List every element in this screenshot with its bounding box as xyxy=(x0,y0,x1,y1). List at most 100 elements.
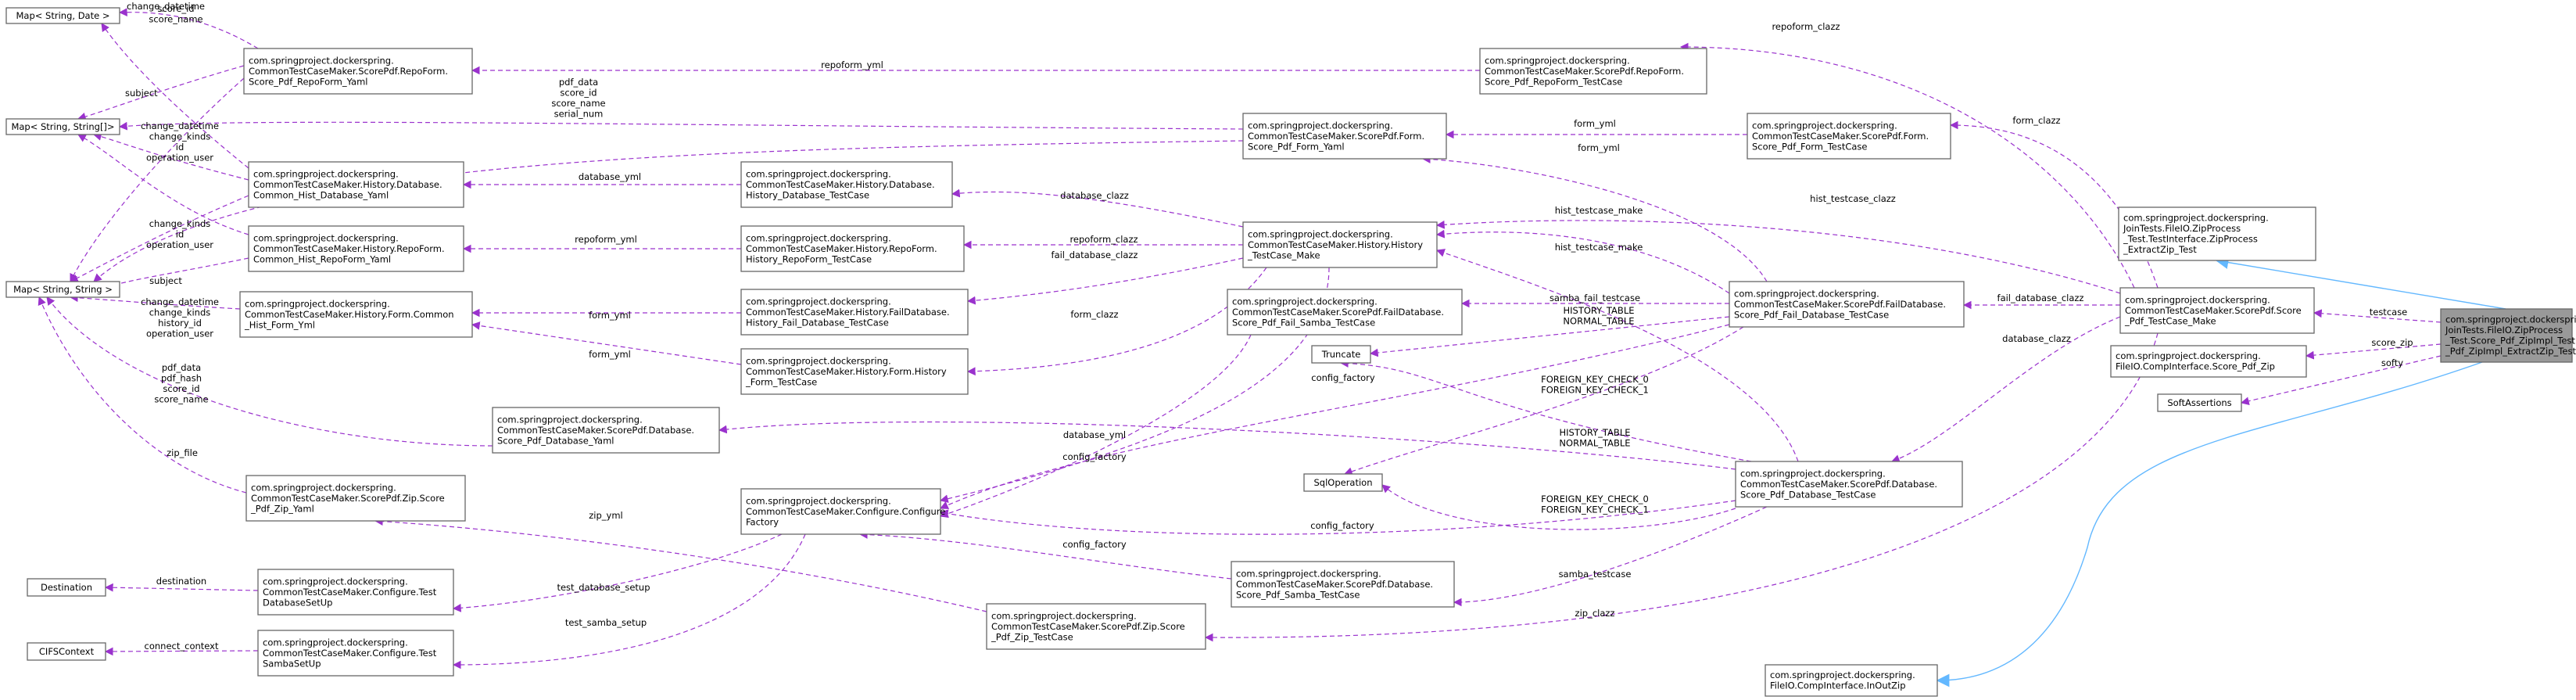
class-node-map-string-string[interactable]: Map< String, String > xyxy=(5,281,120,298)
class-node-main[interactable]: com.springproject.dockerspring.JoinTests… xyxy=(2440,308,2576,363)
class-node-frame xyxy=(243,48,473,95)
class-node-frame xyxy=(1765,664,1938,697)
dependency-edge xyxy=(70,77,245,282)
class-node-frame xyxy=(239,291,473,338)
dependency-edge xyxy=(966,257,1244,305)
class-node-label-line: Factory xyxy=(746,516,779,527)
class-node-label-line: CommonTestCaseMaker.ScorePdf.Database. xyxy=(1236,579,1433,590)
class-node-label-line: com.springproject.dockerspring. xyxy=(746,296,891,307)
class-node-label-line: com.springproject.dockerspring. xyxy=(263,576,408,587)
class-node-hist-faildb-testcase[interactable]: com.springproject.dockerspring.CommonTes… xyxy=(740,289,969,336)
class-node-hist-repoform-yaml[interactable]: com.springproject.dockerspring.CommonTes… xyxy=(248,225,464,272)
class-node-zip-testcase[interactable]: com.springproject.dockerspring.CommonTes… xyxy=(986,603,1206,650)
class-node-hist-database-testcase[interactable]: com.springproject.dockerspring.CommonTes… xyxy=(740,161,953,208)
class-node-frame xyxy=(1231,561,1455,608)
class-node-label-line: _Pdf_TestCase_Make xyxy=(2124,315,2216,326)
dependency-edge xyxy=(38,296,247,494)
class-node-repoform-yaml[interactable]: com.springproject.dockerspring.CommonTes… xyxy=(243,48,473,95)
edge-label-database-yml-hist: database_yml xyxy=(579,171,641,182)
class-node-label-line: Score_Pdf_Database_TestCase xyxy=(1740,489,1876,500)
dependency-edge xyxy=(939,500,1736,535)
class-node-label-line: com.springproject.dockerspring. xyxy=(1232,296,1378,307)
edge-label-history-normal-b: NORMAL_TABLE xyxy=(1559,438,1630,449)
class-node-frame xyxy=(2119,287,2315,334)
class-node-hist-database-yaml[interactable]: com.springproject.dockerspring.CommonTes… xyxy=(248,161,464,208)
class-node-hist-form-testcase[interactable]: com.springproject.dockerspring.CommonTes… xyxy=(740,348,969,395)
class-node-frame xyxy=(1303,473,1383,492)
class-node-frame xyxy=(2118,206,2316,261)
edge-label-hist-form-block: history_id xyxy=(158,318,202,328)
class-node-label-line: Score_Pdf_RepoForm_TestCase xyxy=(1485,76,1622,87)
edge-label-form-clazz-top: form_clazz xyxy=(2012,115,2060,126)
class-node-fail-samba-testcase[interactable]: com.springproject.dockerspring.CommonTes… xyxy=(1227,289,1463,336)
class-node-label-line: Map< String, Date > xyxy=(16,10,110,21)
class-node-frame xyxy=(5,7,120,24)
class-node-label-line: CommonTestCaseMaker.ScorePdf.Form. xyxy=(1248,131,1424,142)
class-node-hist-repoform-testcase[interactable]: com.springproject.dockerspring.CommonTes… xyxy=(740,225,965,272)
edge-label-hist-repo-block: id xyxy=(176,229,185,240)
class-node-repoform-testcase[interactable]: com.springproject.dockerspring.CommonTes… xyxy=(1479,48,1707,95)
class-node-label-line: com.springproject.dockerspring. xyxy=(1248,228,1393,239)
class-node-label-line: com.springproject.dockerspring. xyxy=(746,355,891,366)
dependency-edge xyxy=(1453,506,1768,607)
class-node-compinterface-score-pdf-zip[interactable]: com.springproject.dockerspring.FileIO.Co… xyxy=(2110,345,2307,378)
class-node-label-line: com.springproject.dockerspring. xyxy=(253,168,399,179)
dependency-edge xyxy=(940,324,1730,509)
class-node-database-testcase[interactable]: com.springproject.dockerspring.CommonTes… xyxy=(1735,461,1963,508)
class-node-frame xyxy=(248,161,464,208)
dependency-edge xyxy=(951,188,1244,228)
class-node-label-line: CommonTestCaseMaker.ScorePdf.FailDatabas… xyxy=(1734,299,1946,310)
class-node-label-line: com.springproject.dockerspring. xyxy=(1236,568,1381,579)
class-node-test-samba-setup[interactable]: com.springproject.dockerspring.CommonTes… xyxy=(257,630,454,677)
class-node-label-line: CommonTestCaseMaker.ScorePdf.Database. xyxy=(1740,479,1937,490)
class-node-label-line: Score_Pdf_Samba_TestCase xyxy=(1236,589,1360,600)
class-node-label-line: Map< String, String > xyxy=(13,284,113,295)
class-node-softassertions[interactable]: SoftAssertions xyxy=(2157,393,2242,412)
class-node-test-database-setup[interactable]: com.springproject.dockerspring.CommonTes… xyxy=(257,569,454,616)
class-node-label-line: _Test.Score_Pdf_ZipImpl_Test.Score xyxy=(2445,336,2576,346)
class-node-cifscontext[interactable]: CIFSContext xyxy=(27,642,106,661)
edge-label-connect-context: connect_context xyxy=(145,641,219,652)
class-node-sqloperation[interactable]: SqlOperation xyxy=(1303,473,1383,492)
class-node-history-testcase-make[interactable]: com.springproject.dockerspring.CommonTes… xyxy=(1242,221,1438,268)
class-node-label-line: Score_Pdf_Form_Yaml xyxy=(1248,141,1345,152)
class-node-truncate[interactable]: Truncate xyxy=(1311,345,1371,364)
edge-label-form-yml-hist-b: form_yml xyxy=(589,349,631,360)
class-node-form-testcase[interactable]: com.springproject.dockerspring.CommonTes… xyxy=(1747,113,1951,160)
class-node-label-line: _TestCase_Make xyxy=(1247,249,1320,260)
class-node-form-yaml[interactable]: com.springproject.dockerspring.CommonTes… xyxy=(1242,113,1447,160)
dependency-edge xyxy=(966,267,1267,376)
edge-label-database-clazz-right: database_clazz xyxy=(2002,333,2071,344)
class-node-samba-testcase[interactable]: com.springproject.dockerspring.CommonTes… xyxy=(1231,561,1455,608)
edge-labels-layer: change_datetimescore_idscore_namerepofor… xyxy=(125,1,2413,652)
class-node-label-line: SqlOperation xyxy=(1313,477,1372,488)
class-node-label-line: Truncate xyxy=(1321,349,1361,360)
class-node-frame xyxy=(5,281,120,298)
class-node-fail-database-testcase[interactable]: com.springproject.dockerspring.CommonTes… xyxy=(1729,281,1965,328)
class-node-label-line: FileIO.CompInterface.Score_Pdf_Zip xyxy=(2116,361,2275,372)
dependency-edge xyxy=(1381,484,1736,530)
dependency-edge xyxy=(70,195,249,282)
class-node-inoutzip[interactable]: com.springproject.dockerspring.FileIO.Co… xyxy=(1765,664,1938,697)
class-node-frame xyxy=(245,475,466,522)
edge-label-samba-fail-testcase: samba_fail_testcase xyxy=(1550,293,1640,303)
class-node-zipprocess-extractzip-test[interactable]: com.springproject.dockerspring.JoinTests… xyxy=(2118,206,2316,261)
class-node-label-line: com.springproject.dockerspring. xyxy=(251,482,396,493)
class-node-destination[interactable]: Destination xyxy=(27,578,106,597)
class-node-label-line: SambaSetUp xyxy=(263,658,321,669)
class-node-zip-yaml[interactable]: com.springproject.dockerspring.CommonTes… xyxy=(245,475,466,522)
edge-label-fail-database-clazz-hist: fail_database_clazz xyxy=(1052,249,1138,260)
class-node-score-testcase-make[interactable]: com.springproject.dockerspring.CommonTes… xyxy=(2119,287,2315,334)
class-node-label-line: CommonTestCaseMaker.ScorePdf.Database. xyxy=(497,425,694,436)
class-node-map-string-date[interactable]: Map< String, Date > xyxy=(5,7,120,24)
class-node-map-string-stringarr[interactable]: Map< String, String[]> xyxy=(5,118,120,135)
class-node-database-yaml[interactable]: com.springproject.dockerspring.CommonTes… xyxy=(492,407,720,454)
class-node-configure-factory[interactable]: com.springproject.dockerspring.CommonTes… xyxy=(740,488,945,535)
edge-label-hist-repo-block: operation_user xyxy=(146,239,213,250)
class-node-label-line: _Test.TestInterface.ZipProcess xyxy=(2123,234,2258,245)
dependency-edge xyxy=(92,132,249,181)
class-node-hist-form-yml[interactable]: com.springproject.dockerspring.CommonTes… xyxy=(239,291,473,338)
class-node-label-line: CommonTestCaseMaker.ScorePdf.Zip.Score xyxy=(991,621,1185,632)
edge-label-history-normal-b: HISTORY_TABLE xyxy=(1559,427,1630,438)
edge-label-score-id-name: score_id xyxy=(157,3,194,14)
